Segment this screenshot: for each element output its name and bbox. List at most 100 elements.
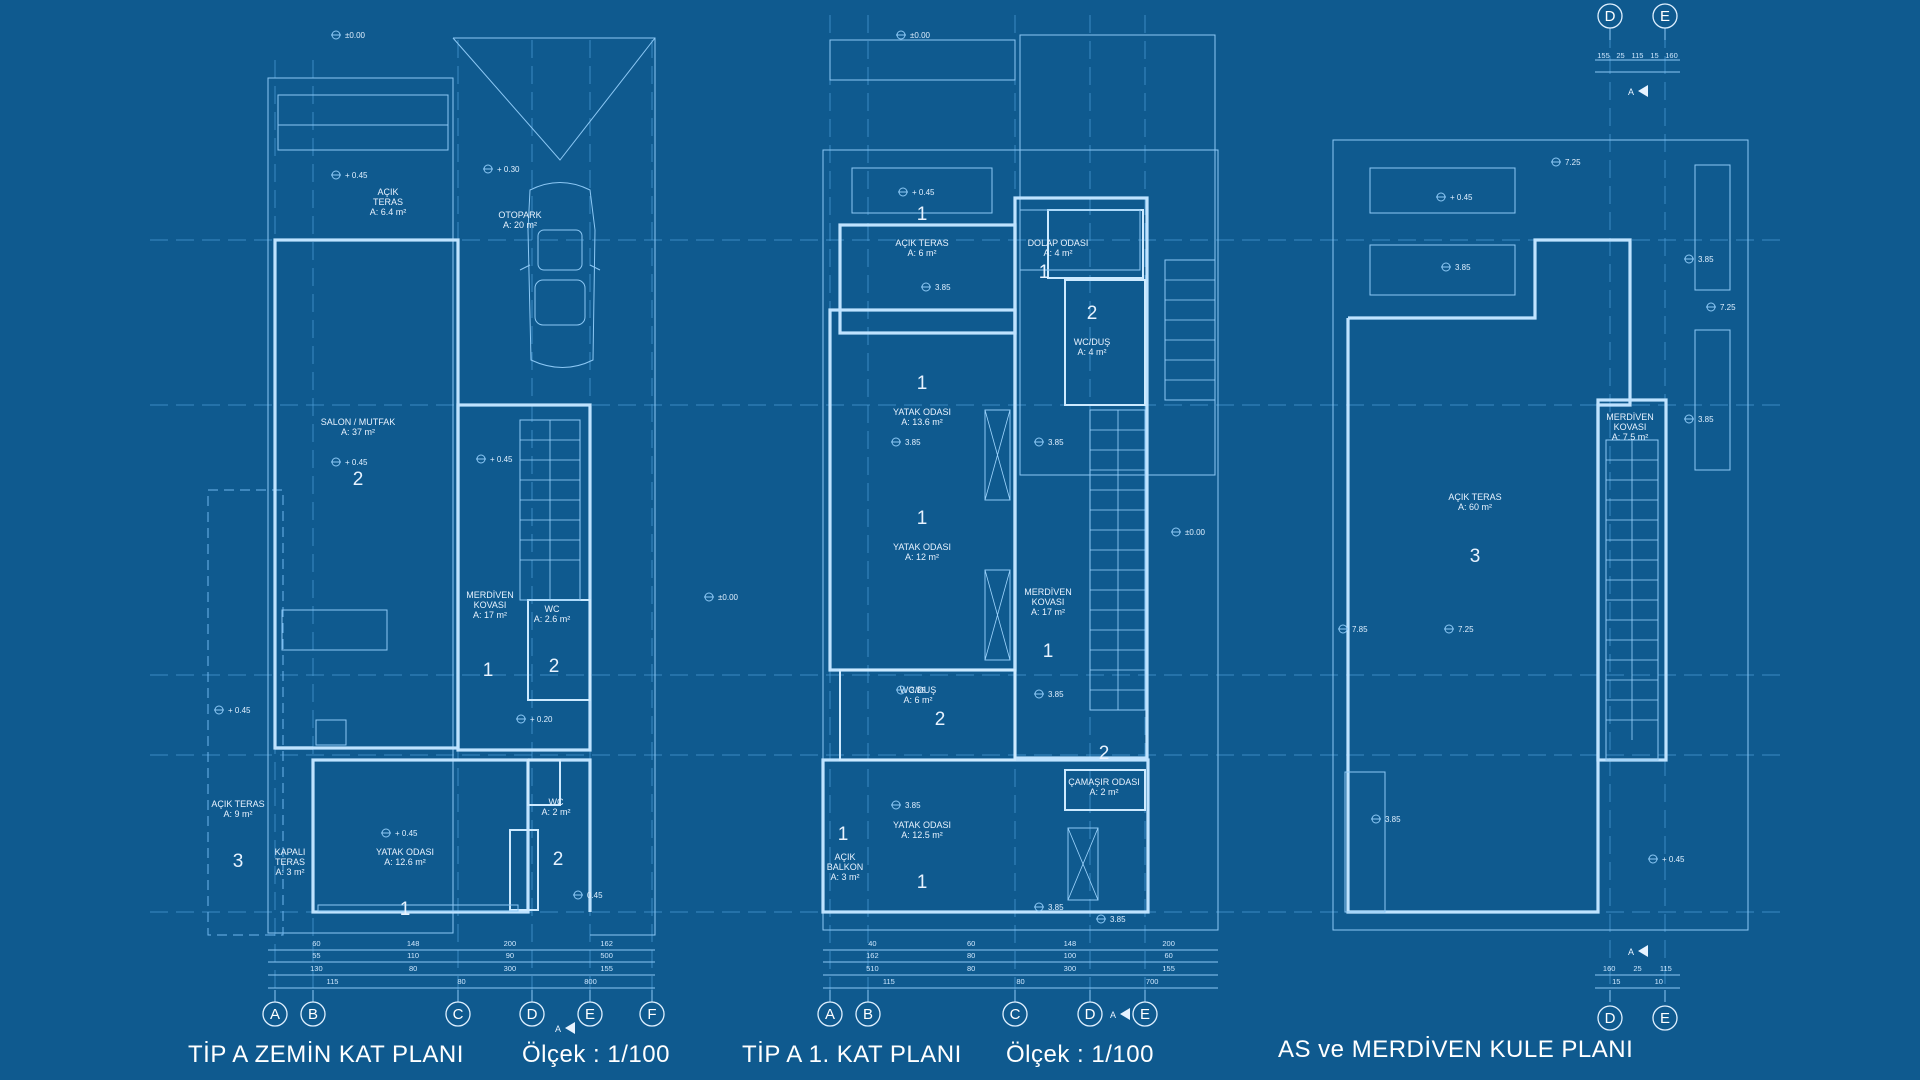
axis-label: D xyxy=(1605,8,1616,25)
room-area: A: 12.5 m² xyxy=(901,830,943,840)
room-name: TERAS xyxy=(275,857,305,867)
room-name: ÇAMAŞIR ODASI xyxy=(1068,777,1140,787)
level-marker: + 0.30 xyxy=(483,164,520,174)
dimension-label: 148 xyxy=(1064,939,1077,948)
dimension-label: 115 xyxy=(883,977,895,986)
room-area: A: 3 m² xyxy=(830,872,859,882)
level-marker: + 0.45 xyxy=(381,828,418,838)
room-name: AÇIK TERAS xyxy=(1448,492,1501,502)
room-name: AÇIK TERAS xyxy=(211,799,264,809)
axis-bubble: D xyxy=(1077,990,1103,1027)
dimension-label: 800 xyxy=(584,977,597,986)
level-marker: 3.85 xyxy=(1034,689,1064,699)
section-arrow-icon xyxy=(565,1022,575,1034)
room-name: WC xyxy=(549,797,564,807)
dimension-label: 155 xyxy=(1162,964,1175,973)
room-number: 1 xyxy=(1039,262,1050,283)
section-label: A xyxy=(555,1024,561,1034)
dimension-label: 80 xyxy=(409,964,417,973)
room-area: A: 2 m² xyxy=(1089,787,1118,797)
room-name: AÇIK xyxy=(834,852,855,862)
room-area: A: 2 m² xyxy=(541,807,570,817)
level-marker: 3.85 xyxy=(1034,437,1064,447)
axis-bubble: A xyxy=(262,990,288,1027)
room-number: 2 xyxy=(549,656,560,677)
level-value: 3.85 xyxy=(1698,255,1714,264)
level-value: 3.85 xyxy=(1048,438,1064,447)
level-marker: 0.45 xyxy=(573,890,603,900)
level-value: 3.85 xyxy=(1698,415,1714,424)
axis-bubble: A xyxy=(817,990,843,1027)
level-marker: ±0.00 xyxy=(1171,527,1206,537)
room-area: A: 7.5 m² xyxy=(1612,432,1649,442)
room-name: WC xyxy=(545,604,560,614)
section-label: A xyxy=(1628,87,1634,97)
level-marker: 3.85 xyxy=(1096,914,1126,924)
dimension-label: 300 xyxy=(1064,964,1077,973)
room-number: 3 xyxy=(233,851,244,872)
axis-label: D xyxy=(1605,1010,1616,1027)
axis-label: A xyxy=(825,1006,835,1023)
level-value: ±0.00 xyxy=(718,593,739,602)
dimension-label: 25 xyxy=(1616,51,1624,60)
section-mark: A xyxy=(555,1022,575,1034)
section-mark: A xyxy=(1110,1008,1130,1020)
level-value: 3.85 xyxy=(910,686,926,695)
dimension-label: 55 xyxy=(312,951,320,960)
room-area: A: 37 m² xyxy=(341,427,375,437)
dimension-label: 80 xyxy=(457,977,465,986)
dimension-label: 510 xyxy=(866,964,879,973)
level-value: + 0.20 xyxy=(530,715,553,724)
room-number: 1 xyxy=(917,204,928,225)
room-name: DOLAP ODASI xyxy=(1028,238,1089,248)
room-name: YATAK ODASI xyxy=(893,542,951,552)
room-name: KOVASI xyxy=(1614,422,1647,432)
room-area: A: 17 m² xyxy=(473,610,507,620)
plan-ground-title: TİP A ZEMİN KAT PLANI xyxy=(188,1041,464,1068)
level-value: 3.85 xyxy=(1048,690,1064,699)
room-name: KAPALI xyxy=(275,847,306,857)
level-value: + 0.45 xyxy=(345,171,368,180)
room-name: YATAK ODASI xyxy=(893,820,951,830)
level-value: 3.85 xyxy=(905,438,921,447)
level-marker: 7.25 xyxy=(1706,302,1736,312)
level-value: + 0.30 xyxy=(497,165,520,174)
level-marker: 3.85 xyxy=(1034,902,1064,912)
level-value: 0.45 xyxy=(587,891,603,900)
plan-ground-floor xyxy=(207,37,656,989)
room-area: A: 3 m² xyxy=(275,867,304,877)
level-marker: + 0.45 xyxy=(214,705,251,715)
axis-label: C xyxy=(453,1006,464,1023)
room-number: 1 xyxy=(917,508,928,529)
level-marker: ±0.00 xyxy=(704,592,739,602)
dimension-label: 300 xyxy=(504,964,517,973)
plan-roof-terrace xyxy=(1332,59,1749,989)
room-number: 2 xyxy=(1087,303,1098,324)
section-mark: A xyxy=(1628,85,1648,97)
level-marker: 3.85 xyxy=(1684,414,1714,424)
room-area: A: 12 m² xyxy=(905,552,939,562)
level-value: + 0.45 xyxy=(912,188,935,197)
section-arrow-icon xyxy=(1120,1008,1130,1020)
level-value: + 0.45 xyxy=(490,455,513,464)
room-area: A: 6 m² xyxy=(903,695,932,705)
room-area: A: 17 m² xyxy=(1031,607,1065,617)
axis-label: D xyxy=(527,1006,538,1023)
axis-label: D xyxy=(1085,1006,1096,1023)
room-name: TERAS xyxy=(373,197,403,207)
level-value: 3.85 xyxy=(1048,903,1064,912)
dimension-label: 80 xyxy=(967,964,975,973)
level-marker: ±0.00 xyxy=(331,30,366,40)
